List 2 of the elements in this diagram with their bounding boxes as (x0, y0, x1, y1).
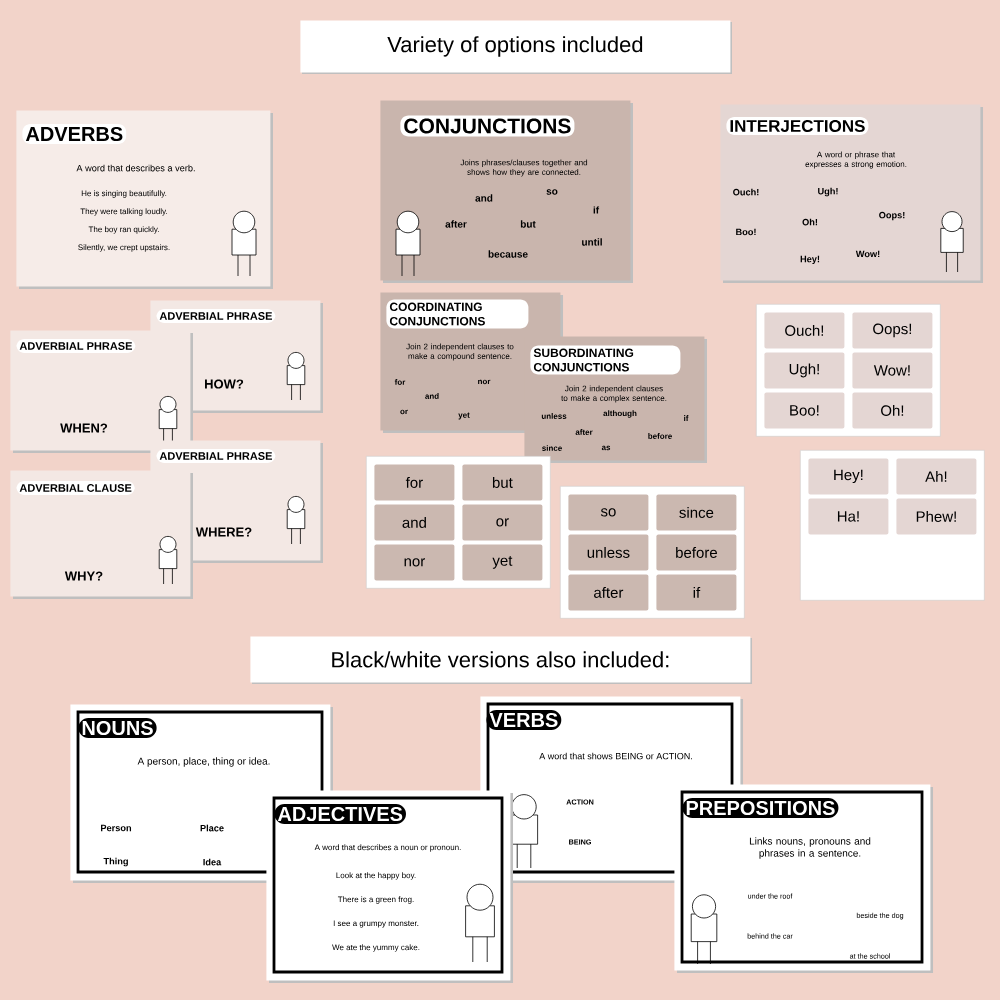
banner: Black/white versions also included: (250, 636, 752, 684)
banner: Variety of options included (300, 20, 732, 74)
